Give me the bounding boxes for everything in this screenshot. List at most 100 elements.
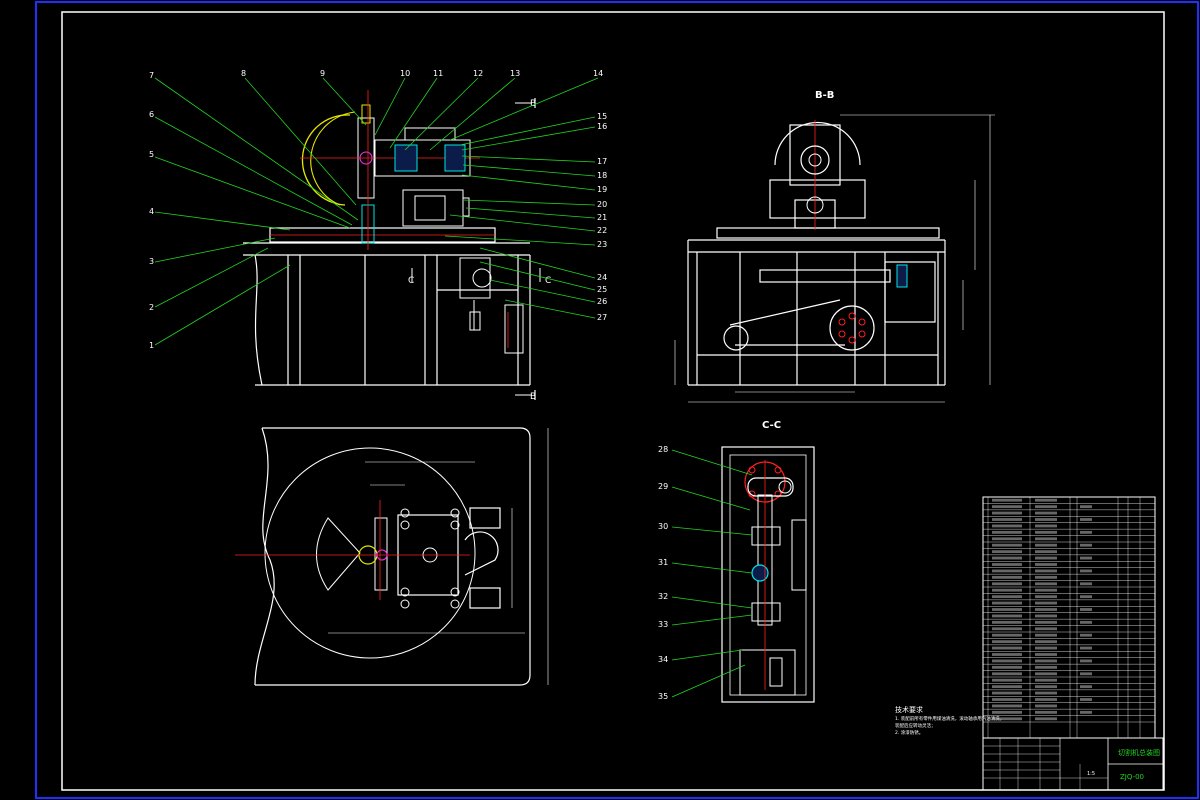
bom-cell-name xyxy=(1035,678,1057,682)
callout-1: 1 xyxy=(149,341,154,350)
callout-8: 8 xyxy=(241,69,246,78)
front-view-leaders xyxy=(154,77,599,346)
bom-cell-name xyxy=(1035,550,1057,554)
bom-cell-name xyxy=(1035,717,1057,721)
callout-25: 25 xyxy=(597,285,607,294)
bom-cell-name xyxy=(1035,659,1057,663)
section-mark-c-right: C xyxy=(545,276,551,286)
bom-cell-code xyxy=(992,530,1022,534)
bom-cell-material xyxy=(1080,595,1092,599)
bom-cell-code xyxy=(992,704,1022,708)
bom-cell-code xyxy=(992,575,1022,579)
bom-cell-code xyxy=(992,505,1022,509)
bom-cell-material xyxy=(1080,582,1092,586)
bom-cell-name xyxy=(1035,524,1057,528)
bom-cell-code xyxy=(992,556,1022,560)
bom-cell-name xyxy=(1035,704,1057,708)
bom-cell-material xyxy=(1080,672,1092,676)
bom-cell-material xyxy=(1080,518,1092,521)
bom-cell-code xyxy=(992,608,1022,611)
bom-cell-code xyxy=(992,717,1022,721)
callout-14: 14 xyxy=(593,69,603,78)
bom-cell-name xyxy=(1035,665,1057,669)
callout-19: 19 xyxy=(597,185,607,194)
bom-cell-name xyxy=(1035,620,1057,624)
callout-2: 2 xyxy=(149,303,154,312)
top-view xyxy=(235,427,549,686)
bom-cell-code xyxy=(992,511,1022,515)
bom-cell-name xyxy=(1035,511,1057,515)
bom-cell-code xyxy=(992,640,1022,644)
bom-cell-name xyxy=(1035,691,1057,695)
callout-17: 17 xyxy=(597,157,607,166)
callout-3: 3 xyxy=(149,257,154,266)
callout-12: 12 xyxy=(473,69,483,78)
bom-cell-material xyxy=(1080,646,1092,650)
bom-cell-code xyxy=(992,588,1022,592)
bom-cell-name xyxy=(1035,537,1057,541)
bom-cell-name xyxy=(1035,653,1057,656)
bom-cell-code xyxy=(992,672,1022,676)
bom-cell-name xyxy=(1035,640,1057,644)
bom-cell-name xyxy=(1035,543,1057,547)
bom-cell-code xyxy=(992,698,1022,701)
bom-cell-code xyxy=(992,537,1022,541)
bom-cell-code xyxy=(992,633,1022,637)
bom-cell-name xyxy=(1035,710,1057,714)
bom-cell-code xyxy=(992,569,1022,573)
bom-cell-code xyxy=(992,595,1022,599)
callout-21: 21 xyxy=(597,213,607,222)
callout-23: 23 xyxy=(597,240,607,249)
section-c-view: C-C xyxy=(721,420,815,703)
section-mark-b-top: B xyxy=(530,99,536,109)
bom-cell-name xyxy=(1035,518,1057,521)
bom-cell-code xyxy=(992,601,1022,605)
section-c-title: C-C xyxy=(762,420,781,431)
bom-cell-code xyxy=(992,653,1022,656)
callout-32: 32 xyxy=(658,592,668,601)
callout-7: 7 xyxy=(149,71,154,80)
bom-cell-code xyxy=(992,543,1022,547)
callout-22: 22 xyxy=(597,226,607,235)
bom-cell-material xyxy=(1080,543,1092,547)
bom-cell-material xyxy=(1080,608,1092,611)
bom-cell-code xyxy=(992,614,1022,618)
bom-cell-material xyxy=(1080,569,1092,573)
title-block-name: 切割机总装图 xyxy=(1118,748,1160,757)
section-b-view: B-B xyxy=(674,90,995,403)
bom-cell-name xyxy=(1035,498,1057,502)
tech-notes-title: 技术要求 xyxy=(895,705,923,714)
bom-cell-code xyxy=(992,563,1022,566)
title-block-number: ZJQ-00 xyxy=(1120,773,1144,781)
bom-cell-name xyxy=(1035,556,1057,560)
front-view-leaders-right xyxy=(444,116,596,319)
title-block: 切割机总装图 ZJQ-00 1:5 xyxy=(982,737,1164,791)
callout-15: 15 xyxy=(597,112,607,121)
tech-notes-line-2: 装配后应转动灵活； xyxy=(895,722,936,729)
bom-cell-code xyxy=(992,518,1022,521)
callout-24: 24 xyxy=(597,273,607,282)
callout-27: 27 xyxy=(597,313,607,322)
section-c-leaders xyxy=(671,449,753,698)
callout-31: 31 xyxy=(658,558,668,567)
bom-cell-code xyxy=(992,620,1022,624)
bom-cell-code xyxy=(992,678,1022,682)
tech-notes: 技术要求 1. 装配前所有零件用煤油清洗，滚动轴承用汽油清洗， 装配后应转动灵活… xyxy=(895,705,1004,736)
callout-11: 11 xyxy=(433,69,443,78)
bom-cell-code xyxy=(992,582,1022,586)
bom-cell-name xyxy=(1035,614,1057,618)
callout-10: 10 xyxy=(400,69,410,78)
bom-cell-name xyxy=(1035,601,1057,605)
bom-cell-material xyxy=(1080,633,1092,637)
callout-4: 4 xyxy=(149,207,154,216)
bom-cell-material xyxy=(1080,685,1092,689)
callout-9: 9 xyxy=(320,69,325,78)
drawing-border xyxy=(61,11,1165,791)
bom-cell-name xyxy=(1035,569,1057,573)
bom-cell-code xyxy=(992,524,1022,528)
callout-34: 34 xyxy=(658,655,668,664)
callout-20: 20 xyxy=(597,200,607,209)
tech-notes-line-1: 1. 装配前所有零件用煤油清洗，滚动轴承用汽油清洗， xyxy=(895,715,1004,722)
callout-29: 29 xyxy=(658,482,668,491)
